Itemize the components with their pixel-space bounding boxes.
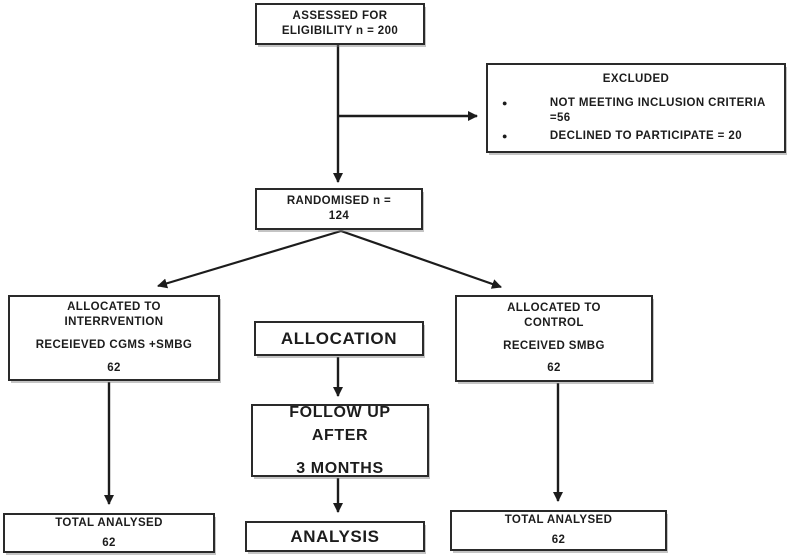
excluded-bullet-list: ● NOT MEETING INCLUSION CRITERIA =56 ● D… (488, 96, 784, 144)
analysis-stage-box: ANALYSIS (245, 521, 425, 552)
follow-up-line-3: 3 MONTHS (296, 460, 384, 478)
total-analysed-left-label: TOTAL ANALYSED (55, 516, 163, 529)
assessed-line-2: ELIGIBILITY n = 200 (281, 25, 399, 37)
total-analysed-right-label: TOTAL ANALYSED (504, 514, 613, 527)
allocated-control-box: ALLOCATED TO CONTROL RECEIVED SMBG 62 (455, 295, 653, 382)
total-analysed-control-box: TOTAL ANALYSED 62 (450, 510, 667, 551)
excluded-bullet-item: ● DECLINED TO PARTICIPATE = 20 (488, 129, 774, 144)
allocated-control-count: 62 (547, 362, 561, 375)
arrow-randomised-to-intervention (157, 229, 342, 289)
total-analysed-left-count: 62 (102, 536, 116, 549)
excluded-box: EXCLUDED ● NOT MEETING INCLUSION CRITERI… (486, 63, 786, 153)
allocated-intervention-line-1: ALLOCATED TO (67, 301, 161, 314)
excluded-reason-2: DECLINED TO PARTICIPATE = 20 (549, 129, 742, 142)
excluded-bullet-item: ● NOT MEETING INCLUSION CRITERIA =56 (488, 96, 774, 126)
allocated-intervention-received: RECEIEVED CGMS +SMBG (35, 339, 193, 351)
assessed-line-1: ASSESSED FOR (292, 10, 388, 23)
allocated-intervention-count: 62 (107, 361, 121, 374)
total-analysed-intervention-box: TOTAL ANALYSED 62 (3, 513, 215, 553)
allocated-intervention-line-2: INTERRVENTION (64, 316, 164, 329)
randomised-count: 124 (328, 210, 350, 222)
randomised-line-1: RANDOMISED n = (286, 195, 392, 208)
follow-up-line-2: AFTER (311, 426, 369, 444)
follow-up-line-1: FOLLOW UP (289, 403, 391, 421)
allocated-control-line-1: ALLOCATED TO (507, 301, 601, 314)
allocated-intervention-box: ALLOCATED TO INTERRVENTION RECEIEVED CGM… (8, 295, 220, 381)
follow-up-box: FOLLOW UP AFTER 3 MONTHS (251, 404, 429, 477)
bullet-icon: ● (502, 130, 508, 141)
bullet-icon: ● (502, 97, 508, 108)
analysis-label: ANALYSIS (290, 526, 380, 546)
allocation-stage-box: ALLOCATION (254, 321, 424, 356)
allocated-control-line-2: CONTROL (524, 316, 584, 329)
arrow-randomised-to-control (340, 229, 502, 289)
excluded-title: EXCLUDED (602, 73, 670, 85)
randomised-box: RANDOMISED n = 124 (255, 188, 423, 230)
total-analysed-right-count: 62 (551, 534, 566, 546)
assessed-for-eligibility-box: ASSESSED FOR ELIGIBILITY n = 200 (255, 3, 425, 45)
excluded-reason-1: NOT MEETING INCLUSION CRITERIA =56 (549, 96, 766, 124)
allocation-label: ALLOCATION (280, 328, 398, 348)
allocated-control-received: RECEIVED SMBG (503, 339, 605, 352)
